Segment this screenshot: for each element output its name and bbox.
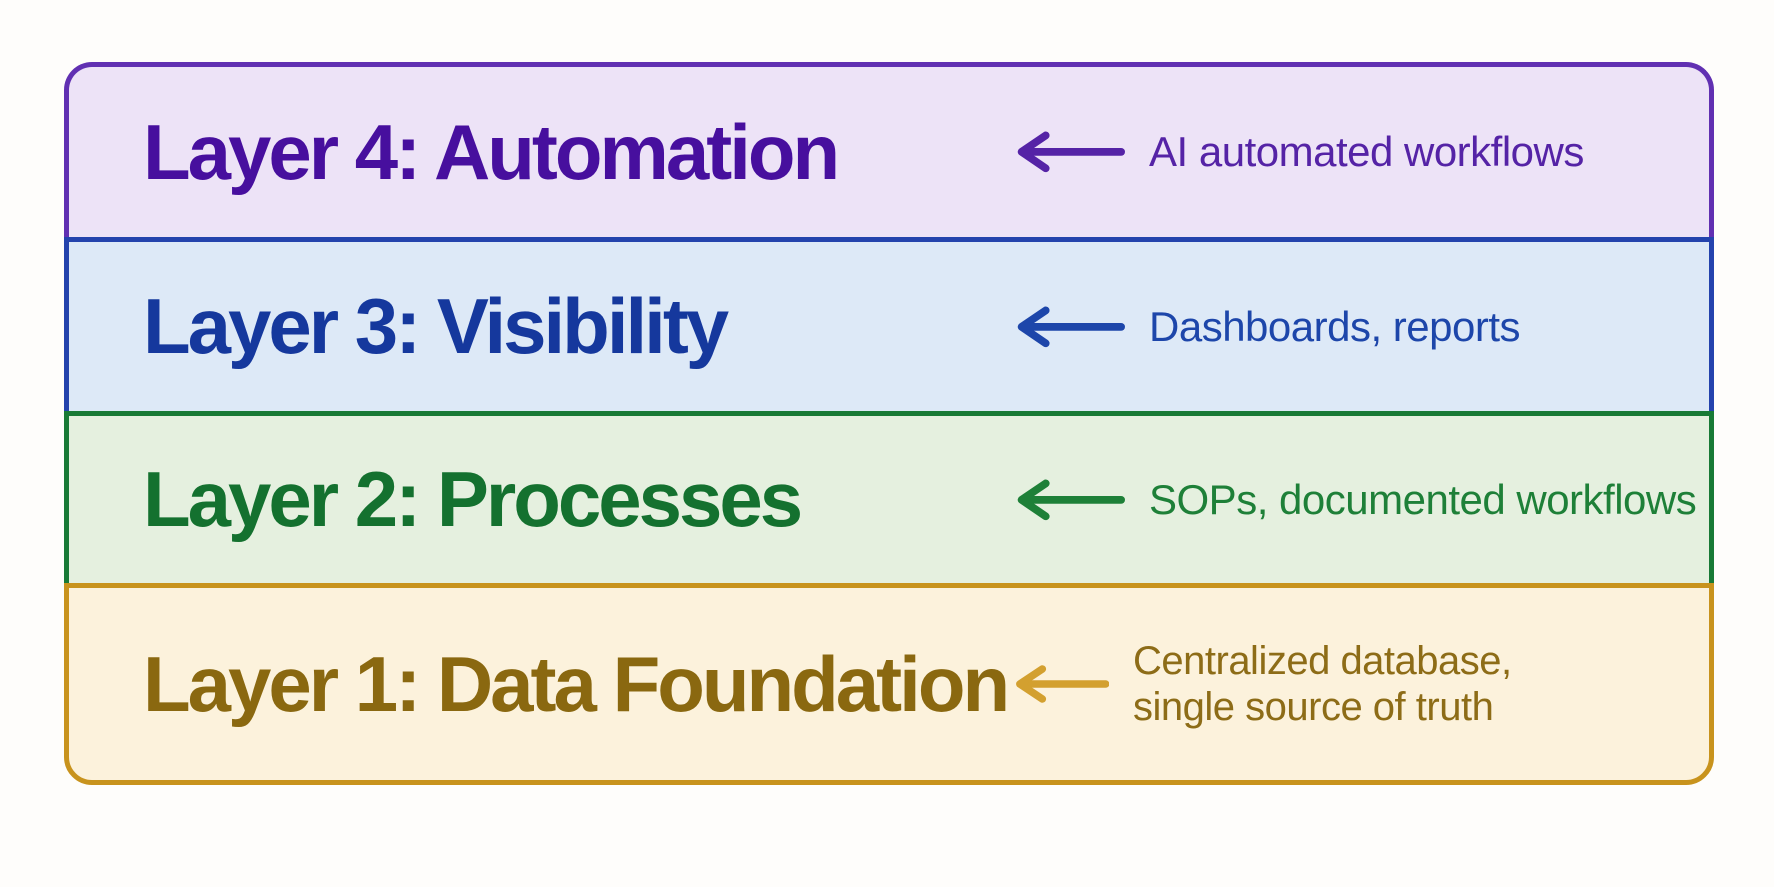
layer-title-processes: Layer 2: Processes <box>143 455 803 543</box>
layer-row-automation: Layer 4: Automation AI automated workflo… <box>64 62 1714 237</box>
left-arrow-icon <box>1017 131 1125 173</box>
annotation-text: SOPs, documented workflows <box>1149 475 1697 523</box>
left-arrow-icon <box>1016 665 1109 703</box>
layer-stack-diagram: Layer 4: Automation AI automated workflo… <box>64 62 1714 785</box>
annotation-automation: AI automated workflows <box>1009 128 1584 176</box>
annotation-text: Dashboards, reports <box>1149 302 1521 350</box>
layer-row-data-foundation: Layer 1: Data Foundation Centralized dat… <box>64 583 1714 785</box>
layer-title-automation: Layer 4: Automation <box>143 107 840 196</box>
annotation-text: Centralized database, single source of t… <box>1133 639 1512 729</box>
left-arrow-icon <box>1017 479 1125 520</box>
annotation-text: AI automated workflows <box>1149 127 1584 175</box>
annotation-visibility: Dashboards, reports <box>1009 302 1521 350</box>
left-arrow-icon <box>1017 306 1125 347</box>
layer-row-visibility: Layer 3: Visibility Dashboards, reports <box>64 237 1714 411</box>
annotation-data-foundation: Centralized database, single source of t… <box>1009 638 1512 730</box>
annotation-processes: SOPs, documented workflows <box>1009 475 1697 523</box>
layer-title-data-foundation: Layer 1: Data Foundation <box>143 639 1010 728</box>
layer-title-visibility: Layer 3: Visibility <box>143 282 729 370</box>
layer-row-processes: Layer 2: Processes SOPs, documented work… <box>64 411 1714 583</box>
